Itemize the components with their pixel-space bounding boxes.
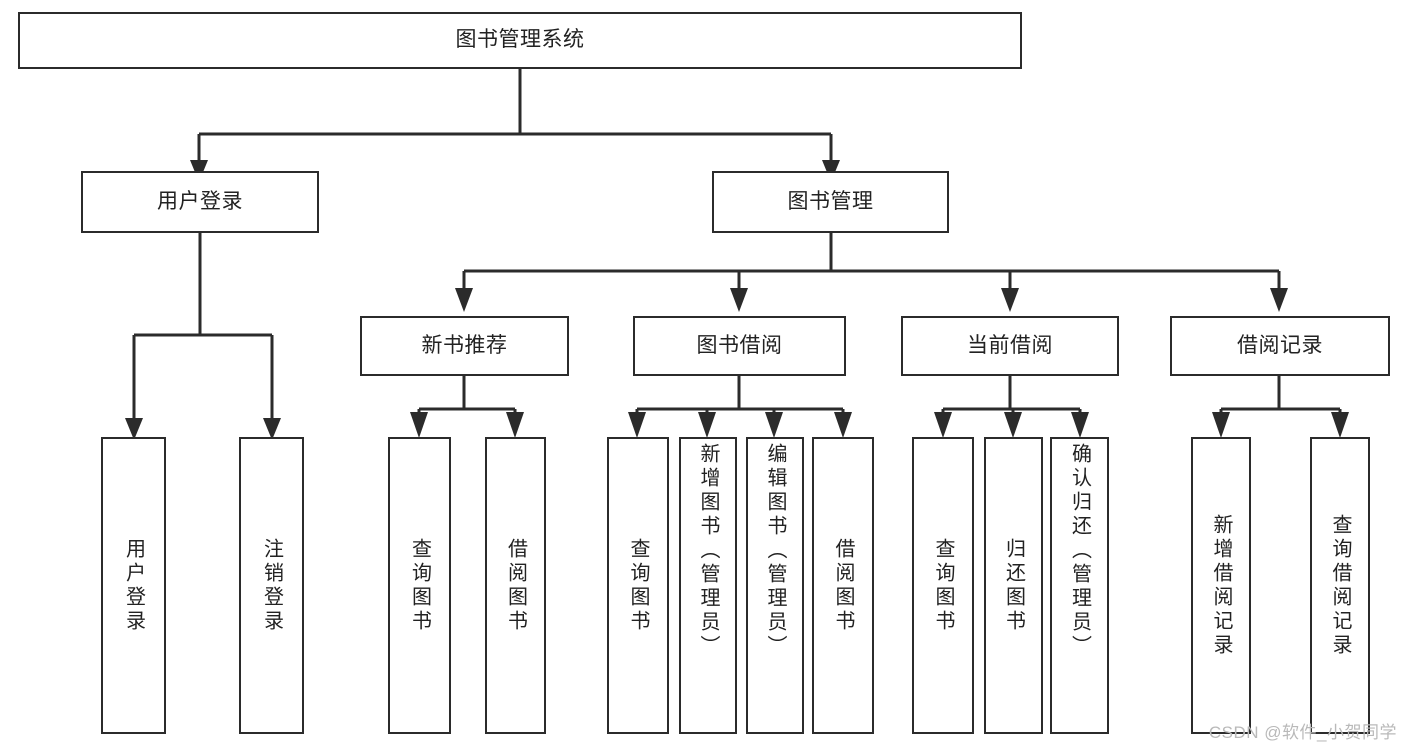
node-user-login[interactable]: 用户登录	[81, 171, 319, 233]
leaf-query-borrow-record-label: 查询借阅记录	[1329, 513, 1351, 658]
leaf-edit-book-admin-label: 编辑图书（管理员）	[764, 443, 786, 659]
node-user-login-label: 用户登录	[157, 189, 243, 213]
node-current-borrow[interactable]: 当前借阅	[901, 316, 1119, 376]
leaf-user-logout[interactable]: 注销登录	[239, 437, 304, 734]
leaf-current-query-book-label: 查询图书	[932, 537, 954, 634]
leaf-borrow-query-book-label: 查询图书	[627, 537, 649, 634]
leaf-recommend-query-book-label: 查询图书	[408, 537, 431, 634]
leaf-user-login-label: 用户登录	[122, 537, 145, 634]
leaf-borrow-book-label: 借阅图书	[832, 537, 854, 634]
node-borrow-record[interactable]: 借阅记录	[1170, 316, 1390, 376]
node-book-management[interactable]: 图书管理	[712, 171, 949, 233]
leaf-edit-book-admin[interactable]: 编辑图书（管理员）	[746, 437, 804, 734]
leaf-confirm-return-admin[interactable]: 确认归还（管理员）	[1050, 437, 1109, 734]
node-book-borrow-label: 图书借阅	[696, 333, 783, 357]
leaf-query-borrow-record[interactable]: 查询借阅记录	[1310, 437, 1370, 734]
leaf-add-book-admin[interactable]: 新增图书（管理员）	[679, 437, 737, 734]
node-new-book-recommend-label: 新书推荐	[421, 333, 508, 357]
leaf-current-query-book[interactable]: 查询图书	[912, 437, 974, 734]
leaf-borrow-book[interactable]: 借阅图书	[812, 437, 874, 734]
leaf-borrow-query-book[interactable]: 查询图书	[607, 437, 669, 734]
leaf-recommend-borrow-book-label: 借阅图书	[504, 537, 527, 634]
node-book-management-label: 图书管理	[787, 189, 874, 213]
leaf-user-login[interactable]: 用户登录	[101, 437, 166, 734]
node-borrow-record-label: 借阅记录	[1237, 333, 1323, 357]
node-book-borrow[interactable]: 图书借阅	[633, 316, 846, 376]
leaf-recommend-borrow-book[interactable]: 借阅图书	[485, 437, 546, 734]
leaf-recommend-query-book[interactable]: 查询图书	[388, 437, 451, 734]
leaf-return-book[interactable]: 归还图书	[984, 437, 1043, 734]
leaf-add-borrow-record[interactable]: 新增借阅记录	[1191, 437, 1251, 734]
leaf-user-logout-label: 注销登录	[260, 537, 283, 634]
node-root-label: 图书管理系统	[455, 28, 585, 52]
leaf-return-book-label: 归还图书	[1002, 537, 1025, 634]
leaf-add-borrow-record-label: 新增借阅记录	[1210, 513, 1232, 658]
leaf-add-book-admin-label: 新增图书（管理员）	[697, 443, 719, 659]
leaf-confirm-return-admin-label: 确认归还（管理员）	[1068, 443, 1091, 659]
watermark: CSDN @软件_小贺同学	[1208, 723, 1397, 742]
node-current-borrow-label: 当前借阅	[967, 333, 1053, 357]
node-new-book-recommend[interactable]: 新书推荐	[360, 316, 569, 376]
node-root[interactable]: 图书管理系统	[18, 12, 1022, 69]
